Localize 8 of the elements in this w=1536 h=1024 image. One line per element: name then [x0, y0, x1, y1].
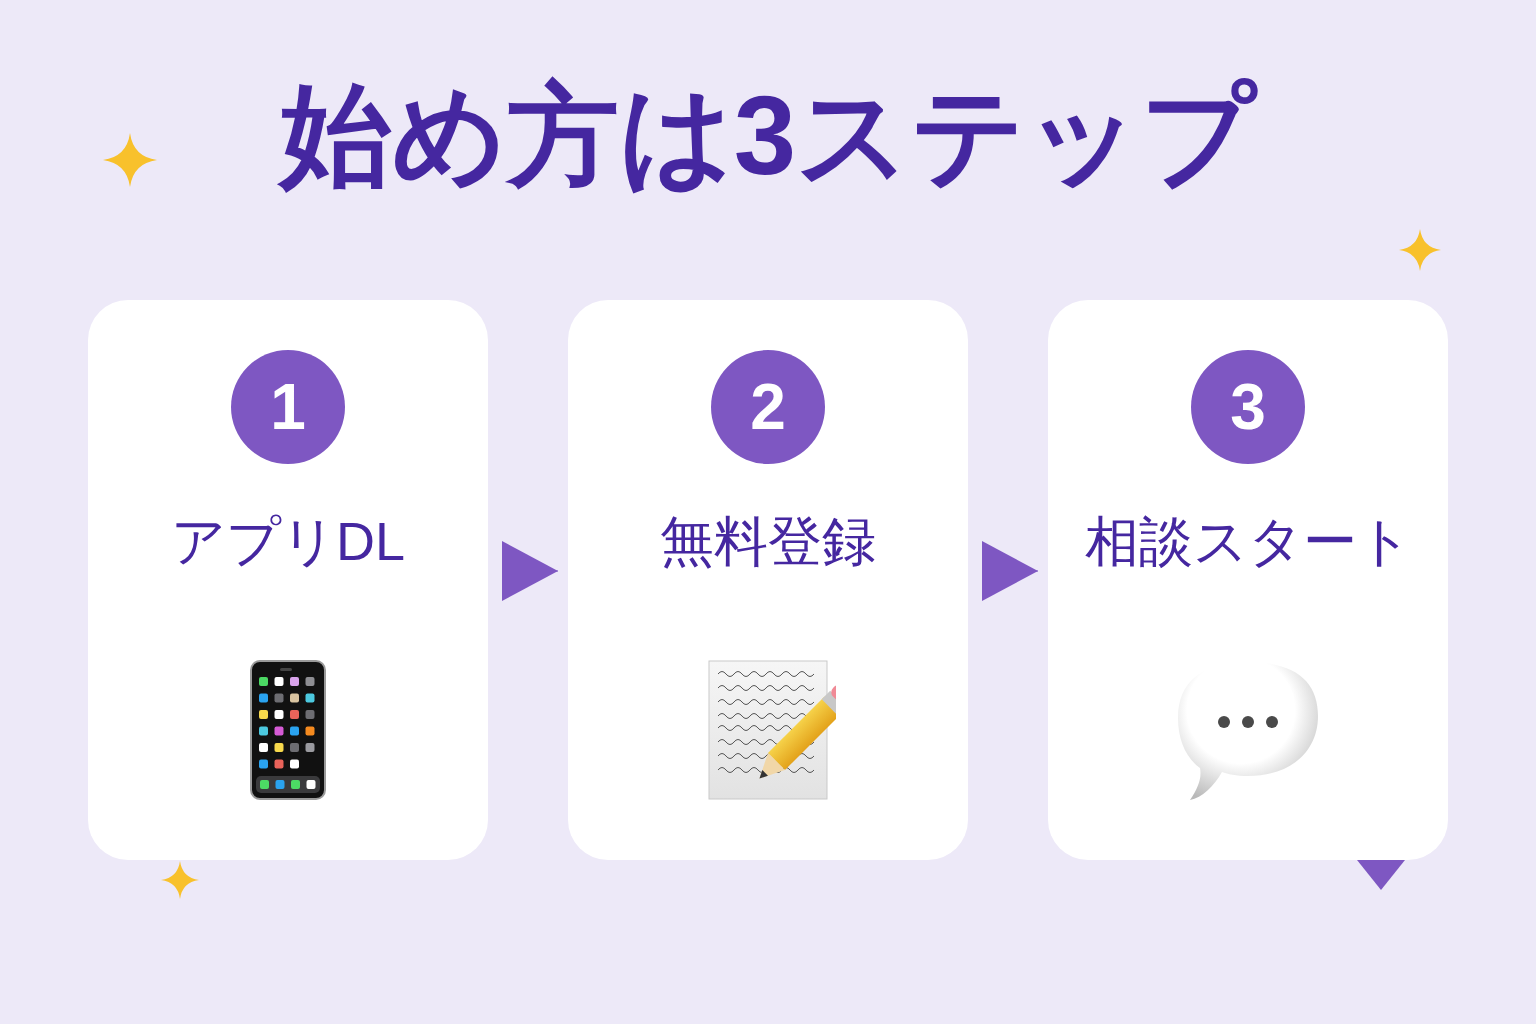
step-card: [568, 300, 968, 860]
step-card: [88, 300, 488, 860]
arrow: [501, 541, 559, 601]
step-card: [1048, 300, 1448, 860]
step-title: 無料登録: [660, 514, 876, 568]
step-title: アプリDL: [171, 514, 405, 568]
step-title: 相談スタート: [1084, 514, 1412, 568]
arrow: [981, 541, 1039, 601]
